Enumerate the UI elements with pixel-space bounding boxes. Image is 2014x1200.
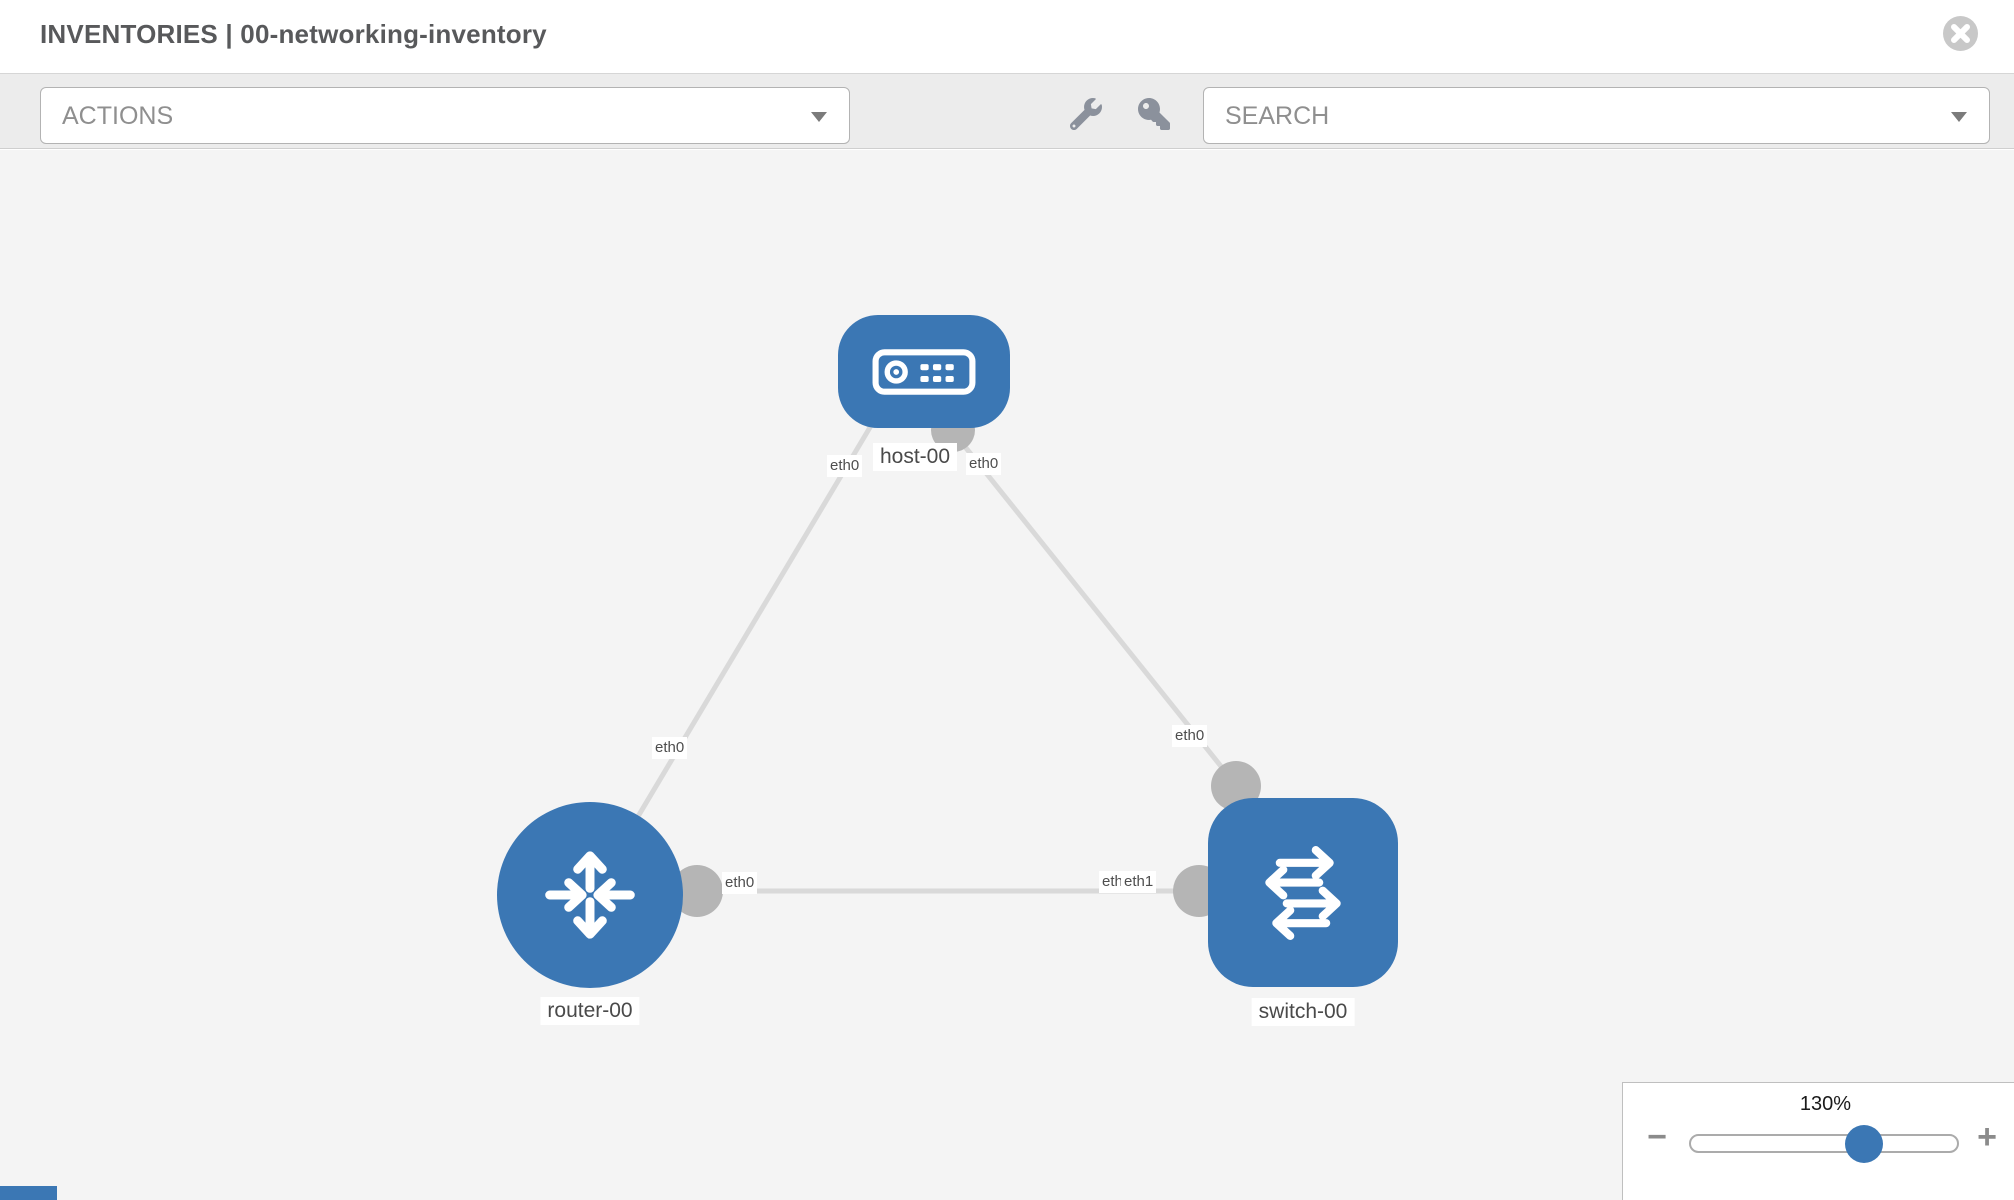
link-host-router (612, 422, 875, 857)
search-dropdown[interactable]: SEARCH (1203, 87, 1990, 144)
chevron-down-icon (811, 112, 827, 122)
header: INVENTORIES | 00-networking-inventory (0, 0, 2014, 73)
interface-label: eth0 (1172, 725, 1208, 747)
switch-icon (1265, 845, 1341, 940)
interface-label: eth0 (652, 737, 688, 759)
interface-label: eth0 (827, 455, 863, 477)
bottom-left-fragment (0, 1186, 57, 1200)
zoom-out-button[interactable]: − (1639, 1119, 1675, 1155)
search-dropdown-label: SEARCH (1225, 102, 1330, 130)
topology-links-layer (600, 408, 1305, 917)
toolbar: ACTIONS SEARCH (0, 73, 2014, 149)
zoom-in-button[interactable]: + (1969, 1119, 2005, 1155)
credentials-button[interactable] (1134, 97, 1174, 133)
actions-dropdown[interactable]: ACTIONS (40, 87, 850, 144)
close-button[interactable] (1942, 15, 1979, 52)
chevron-down-icon (1951, 112, 1967, 122)
configure-button[interactable] (1066, 97, 1106, 133)
zoom-control-panel: 130% − + (1622, 1082, 2014, 1200)
wrench-icon (1069, 97, 1102, 130)
topology-canvas[interactable]: eth0 eth0 eth0 eth0 eth0 eth0 eth1 host-… (0, 150, 2014, 1200)
node-router-00[interactable] (497, 802, 683, 988)
zoom-level-value: 130% (1799, 1093, 1852, 1115)
node-label-host: host-00 (872, 443, 958, 471)
key-icon (1138, 97, 1170, 130)
zoom-slider-track[interactable] (1689, 1134, 1959, 1153)
page-title: INVENTORIES | 00-networking-inventory (40, 19, 547, 49)
node-switch-00[interactable] (1208, 798, 1398, 987)
host-icon (872, 348, 976, 395)
interface-label: eth1 (1121, 871, 1157, 893)
interface-endpoint (671, 865, 723, 917)
interface-label: eth0 (722, 872, 758, 894)
node-host-00[interactable] (838, 315, 1010, 428)
close-icon (1943, 16, 1978, 51)
interface-label: eth0 (966, 453, 1002, 475)
node-label-router: router-00 (540, 997, 640, 1025)
zoom-slider-thumb[interactable] (1845, 1125, 1883, 1163)
actions-dropdown-label: ACTIONS (62, 102, 174, 130)
router-icon (545, 851, 635, 939)
node-label-switch: switch-00 (1251, 998, 1355, 1026)
